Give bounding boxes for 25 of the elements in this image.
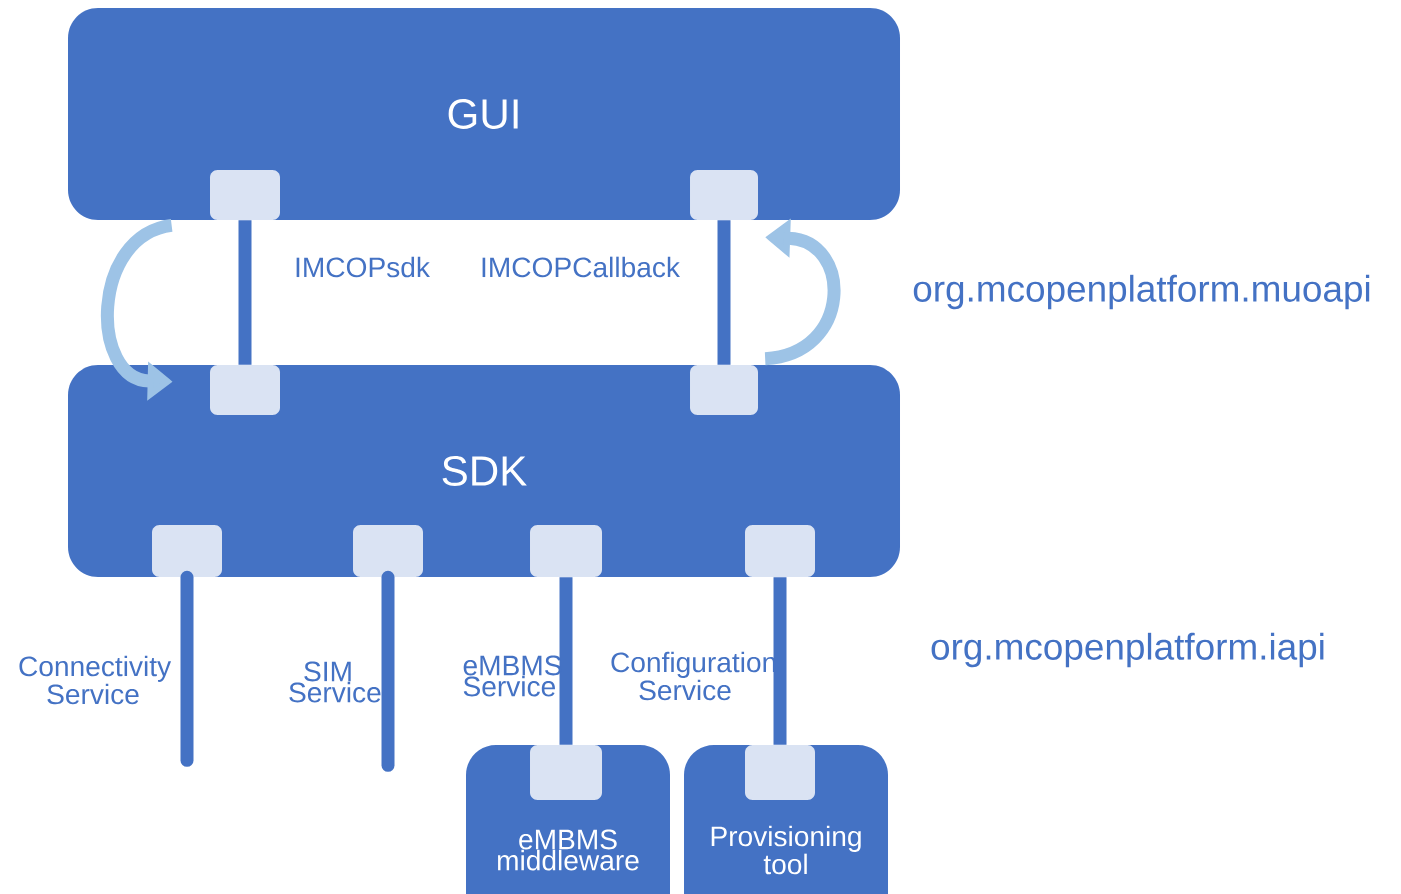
edge-label: Configuration Service	[608, 649, 776, 703]
interface-port	[210, 365, 280, 415]
connector-bar	[559, 577, 573, 745]
interface-port	[690, 170, 758, 220]
interface-port	[210, 170, 280, 220]
edge-label: Connectivity Service	[16, 653, 172, 707]
edge-label: SIM Service	[286, 659, 381, 705]
interface-port	[152, 525, 222, 577]
edge-label: IMCOPsdk	[292, 254, 432, 280]
connector-bar	[180, 570, 194, 767]
connector-bar	[238, 220, 252, 365]
interface-port	[530, 745, 602, 800]
layer-box: GUI	[68, 8, 900, 220]
edge-label: eMBMS Service	[460, 653, 562, 699]
package-name: org.mcopenplatform.muoapi	[913, 274, 1370, 310]
interface-port	[745, 525, 815, 577]
interface-port	[530, 525, 602, 577]
edge-label: IMCOPCallback	[478, 254, 682, 280]
package-name: org.mcopenplatform.iapi	[931, 632, 1324, 668]
connector-bar	[717, 220, 731, 365]
interface-port	[353, 525, 423, 577]
interface-port	[690, 365, 758, 415]
interface-port	[745, 745, 815, 800]
connector-bar	[381, 570, 395, 772]
connector-bar	[773, 577, 787, 745]
